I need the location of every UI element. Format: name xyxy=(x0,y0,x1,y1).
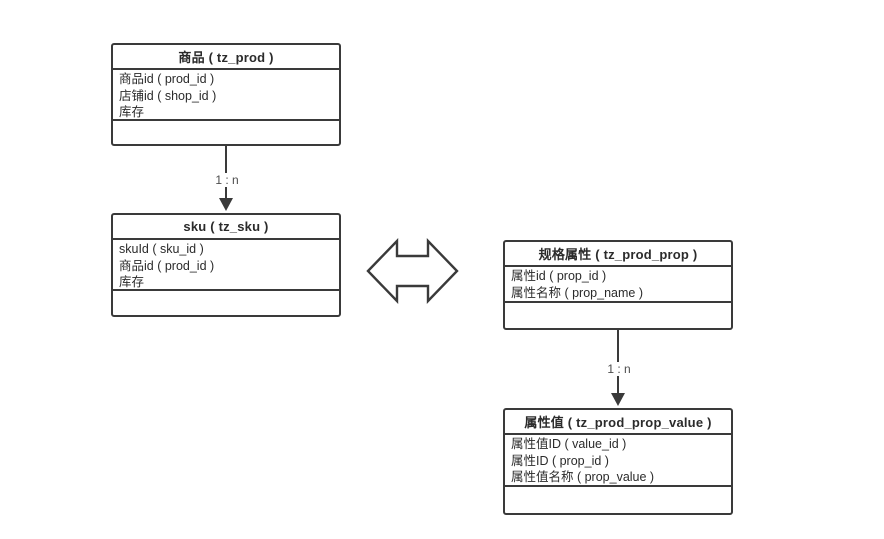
attribute-row: 库存 xyxy=(119,275,145,289)
arrow-down-icon xyxy=(219,198,233,211)
entity-sku[interactable]: sku ( tz_sku ) skuId ( sku_id ) 商品id ( p… xyxy=(111,213,341,317)
entity-sku-title: sku ( tz_sku ) xyxy=(113,215,339,240)
attribute-row: 属性名称 ( prop_name ) xyxy=(511,285,643,300)
relation-prop-value-label: 1 : n xyxy=(604,362,634,376)
entity-prod-prop-value-empty-section xyxy=(505,487,731,513)
attribute-row: skuId ( sku_id ) xyxy=(119,242,204,256)
entity-prod-title: 商品 ( tz_prod ) xyxy=(113,45,339,70)
attribute-row: 商品id ( prod_id ) xyxy=(119,72,215,86)
entity-prod-empty-section xyxy=(113,121,339,144)
entity-prod-attributes: 商品id ( prod_id ) 店铺id ( shop_id ) 库存 xyxy=(113,70,339,121)
entity-prod-prop-value-attributes: 属性值ID ( value_id ) 属性ID ( prop_id ) 属性值名… xyxy=(505,435,731,487)
attribute-row: 属性值名称 ( prop_value ) xyxy=(511,470,655,484)
entity-prod-prop-attributes: 属性id ( prop_id ) 属性名称 ( prop_name ) xyxy=(505,267,731,303)
entity-sku-empty-section xyxy=(113,291,339,315)
entity-prod[interactable]: 商品 ( tz_prod ) 商品id ( prod_id ) 店铺id ( s… xyxy=(111,43,341,146)
arrow-down-icon xyxy=(611,393,625,406)
attribute-row: 库存 xyxy=(119,105,145,119)
attribute-row: 店铺id ( shop_id ) xyxy=(119,88,217,103)
entity-prod-prop[interactable]: 规格属性 ( tz_prod_prop ) 属性id ( prop_id ) 属… xyxy=(503,240,733,330)
attribute-row: 属性ID ( prop_id ) xyxy=(511,453,609,468)
entity-prod-prop-value-title: 属性值 ( tz_prod_prop_value ) xyxy=(505,410,731,435)
attribute-row: 属性值ID ( value_id ) xyxy=(511,437,627,451)
bidirectional-arrow-icon xyxy=(366,238,459,304)
attribute-row: 商品id ( prod_id ) xyxy=(119,258,215,273)
attribute-row: 属性id ( prop_id ) xyxy=(511,269,607,283)
entity-prod-prop-title: 规格属性 ( tz_prod_prop ) xyxy=(505,242,731,267)
entity-prod-prop-empty-section xyxy=(505,303,731,328)
relation-prod-sku-label: 1 : n xyxy=(212,173,242,187)
entity-sku-attributes: skuId ( sku_id ) 商品id ( prod_id ) 库存 xyxy=(113,240,339,291)
entity-prod-prop-value[interactable]: 属性值 ( tz_prod_prop_value ) 属性值ID ( value… xyxy=(503,408,733,515)
